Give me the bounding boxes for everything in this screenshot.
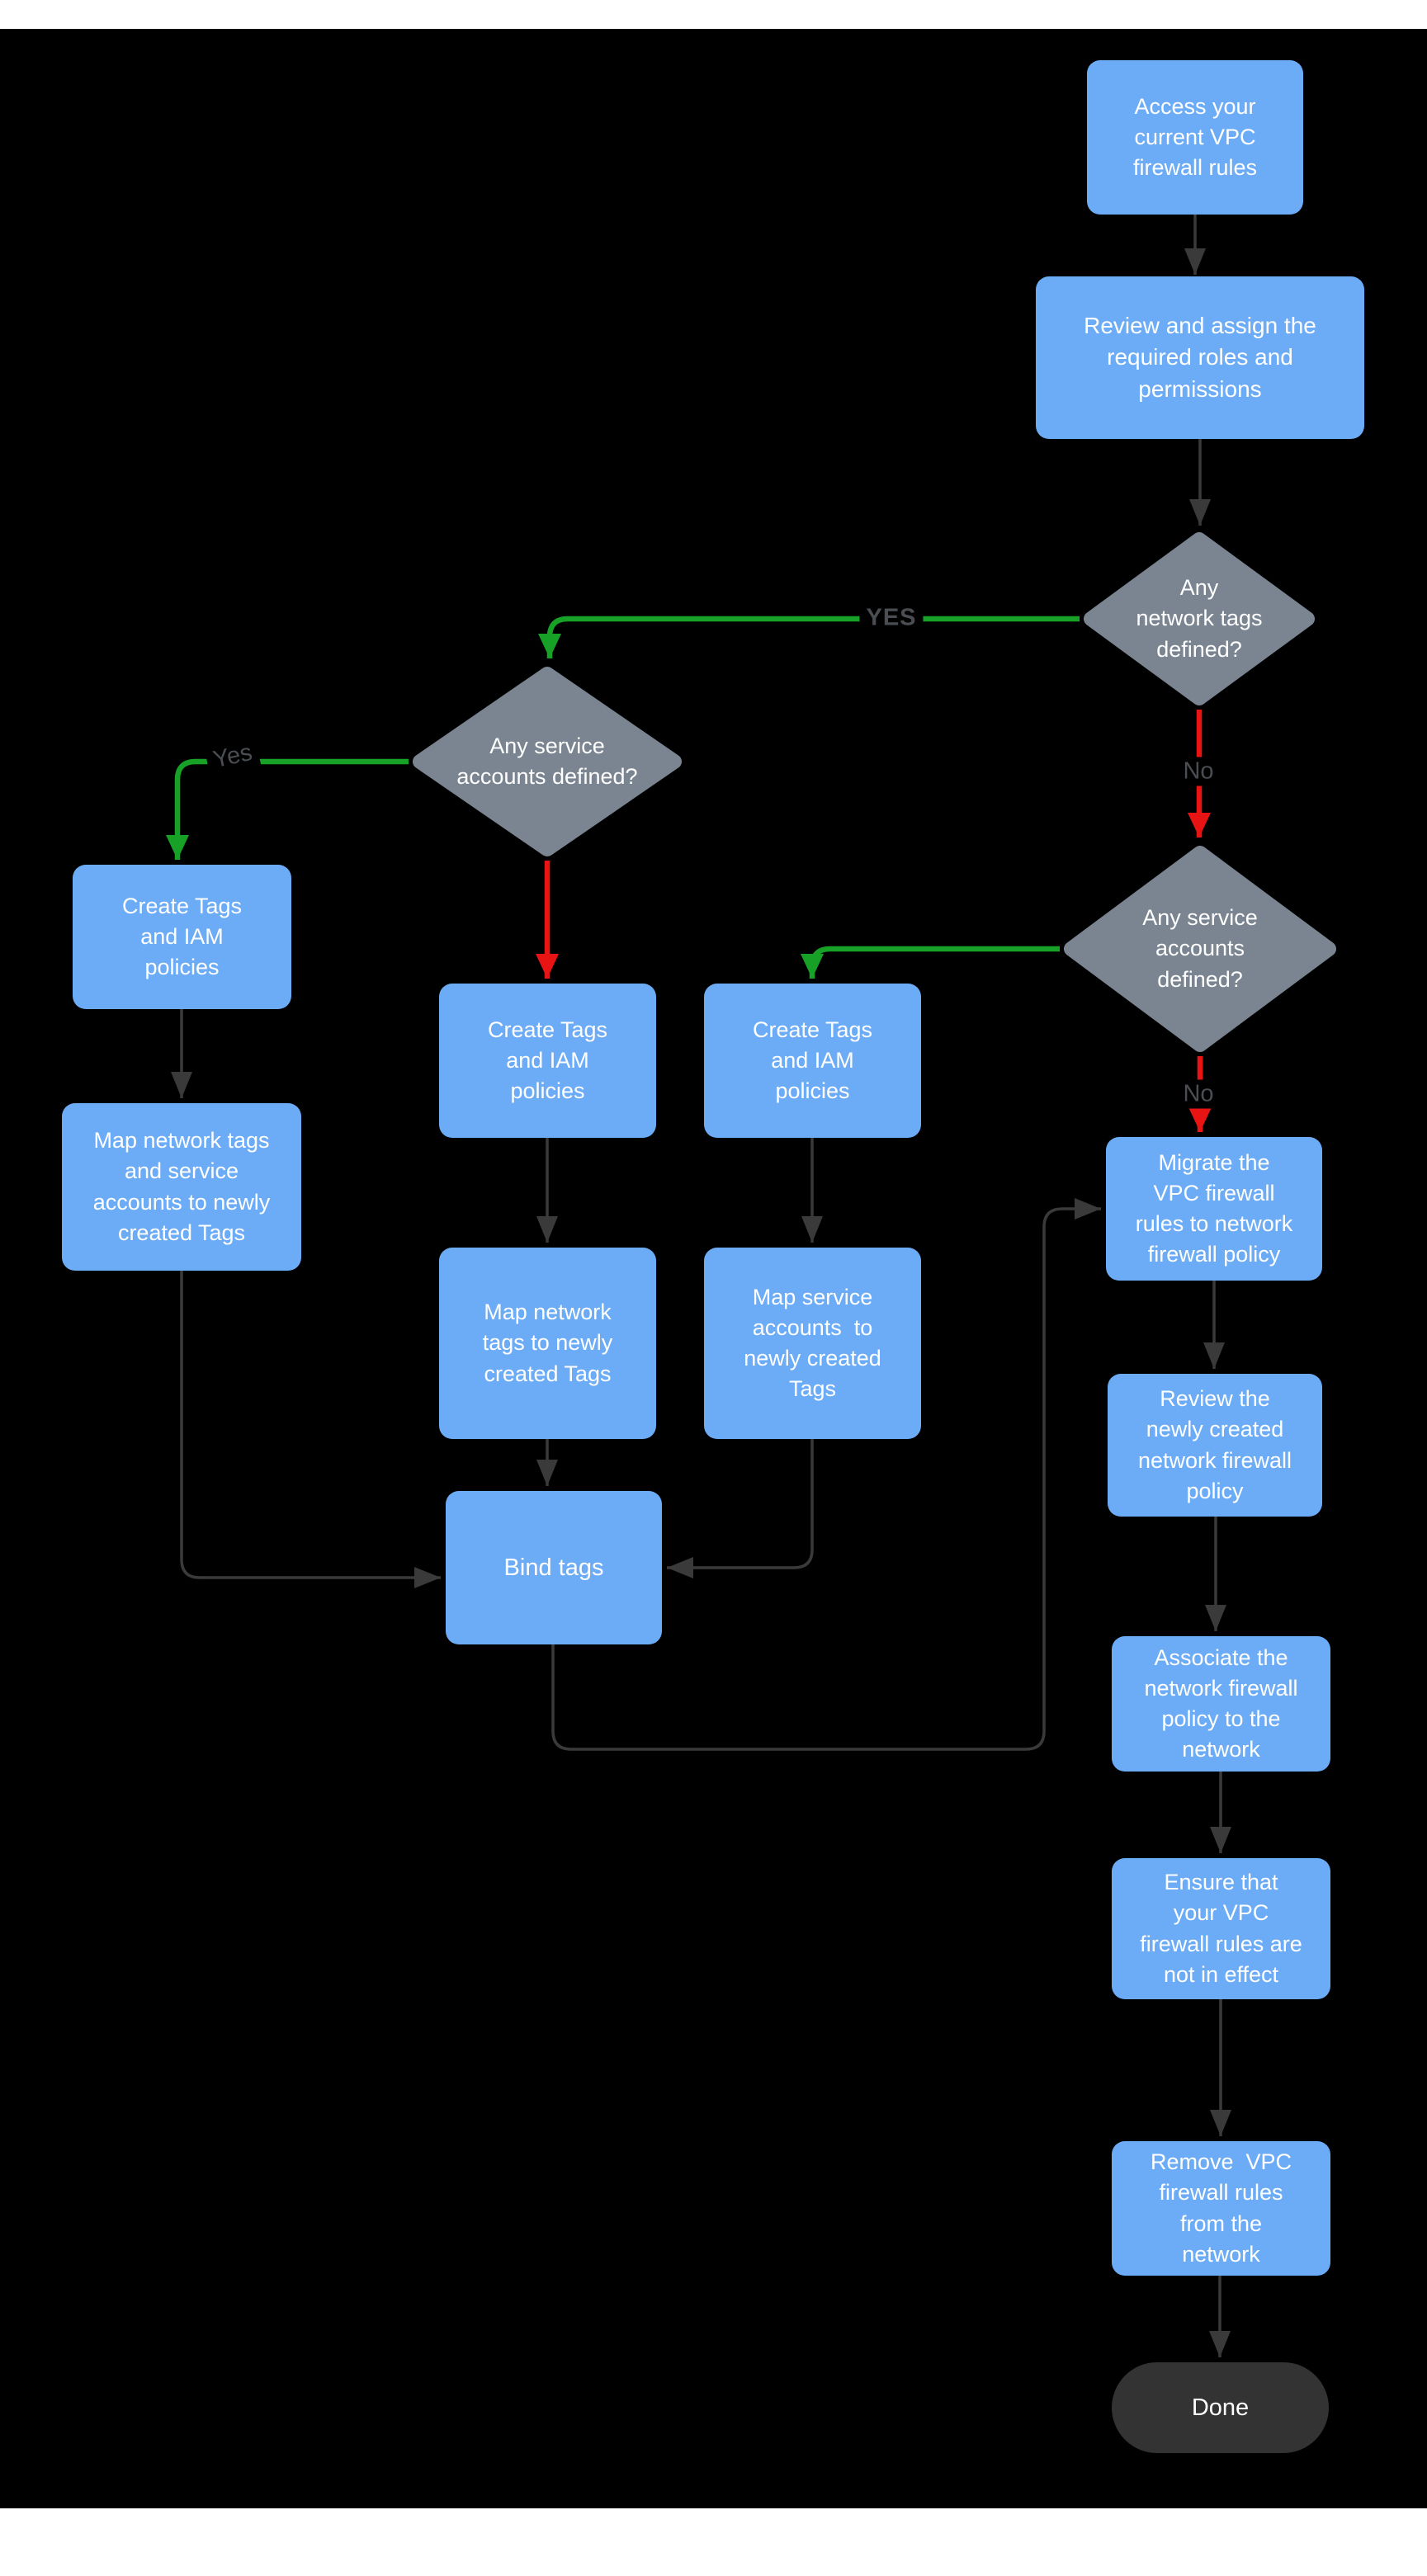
node-create-tags-mid-right-label: Create Tags and IAM policies: [752, 1017, 873, 1104]
node-map-network-tags: Map network tags to newly created Tags: [439, 1248, 656, 1439]
diamond-shape-icon: [413, 667, 682, 856]
edge-yes-service-accounts-left: [166, 758, 409, 860]
edge-label-no-lower: No: [1176, 1079, 1221, 1109]
decision-any-service-accounts-left-label: Any service accounts defined?: [456, 733, 638, 789]
node-review-roles: Review and assign the required roles and…: [1036, 276, 1364, 439]
diamond-shape-icon: [1084, 532, 1315, 705]
node-create-tags-left-label: Create Tags and IAM policies: [121, 893, 243, 980]
edge-map-left-to-bind: [180, 1271, 441, 1588]
node-ensure-rules: Ensure that your VPC firewall rules are …: [1112, 1858, 1330, 1999]
node-done-label: Done: [1191, 2394, 1250, 2421]
node-review-policy-label: Review the newly created network firewal…: [1137, 1386, 1292, 1503]
node-create-tags-mid-right: Create Tags and IAM policies: [704, 984, 921, 1138]
node-remove-rules-label: Remove VPC firewall rules from the netwo…: [1150, 2149, 1292, 2267]
edge-label-yes-upper: YES: [859, 603, 924, 633]
node-access-vpc-rules-label: Access your current VPC firewall rules: [1132, 93, 1258, 181]
flow-edges: [166, 215, 1231, 2357]
node-bind-tags-label: Bind tags: [503, 1554, 604, 1581]
edge-bind-to-migrate: [551, 1198, 1101, 1751]
node-map-tags-and-accounts: Map network tags and service accounts to…: [62, 1103, 301, 1271]
node-bind-tags: Bind tags: [446, 1491, 662, 1644]
edge-map-service-to-bind: [667, 1439, 814, 1578]
node-review-policy: Review the newly created network firewal…: [1108, 1374, 1322, 1517]
decision-any-network-tags: Any network tags defined?: [1080, 528, 1319, 710]
node-done: Done: [1112, 2362, 1329, 2453]
node-map-network-tags-label: Map network tags to newly created Tags: [482, 1300, 613, 1386]
node-create-tags-left: Create Tags and IAM policies: [73, 865, 291, 1009]
decision-any-network-tags-label: Any network tags defined?: [1136, 575, 1263, 662]
diamond-shape-icon: [1064, 846, 1336, 1052]
node-map-service-accounts: Map service accounts to newly created Ta…: [704, 1248, 921, 1439]
node-map-service-accounts-label: Map service accounts to newly created Ta…: [744, 1284, 881, 1402]
edge-label-no-upper: No: [1176, 757, 1221, 786]
node-create-tags-mid-left-label: Create Tags and IAM policies: [487, 1017, 608, 1104]
node-migrate-label: Migrate the VPC firewall rules to networ…: [1135, 1149, 1293, 1267]
node-review-roles-label: Review and assign the required roles and…: [1084, 312, 1316, 402]
flowchart-canvas: Access your current VPC firewall rules R…: [0, 29, 1427, 2508]
decision-any-service-accounts-left: Any service accounts defined?: [409, 663, 686, 861]
node-remove-rules: Remove VPC firewall rules from the netwo…: [1112, 2141, 1330, 2276]
node-map-tags-and-accounts-label: Map network tags and service accounts to…: [92, 1128, 271, 1245]
edge-yes-service-accounts-right: [801, 946, 1060, 979]
decision-any-service-accounts-right-label: Any service accounts defined?: [1142, 905, 1258, 992]
node-associate-policy: Associate the network firewall policy to…: [1112, 1636, 1330, 1772]
node-ensure-rules-label: Ensure that your VPC firewall rules are …: [1140, 1870, 1302, 1987]
node-create-tags-mid-left: Create Tags and IAM policies: [439, 984, 656, 1138]
decision-any-service-accounts-right: Any service accounts defined?: [1060, 842, 1340, 1056]
node-access-vpc-rules: Access your current VPC firewall rules: [1087, 60, 1303, 215]
node-migrate: Migrate the VPC firewall rules to networ…: [1106, 1137, 1322, 1281]
edge-yes-network-tags: [538, 616, 1080, 658]
node-associate-policy-label: Associate the network firewall policy to…: [1144, 1644, 1298, 1762]
